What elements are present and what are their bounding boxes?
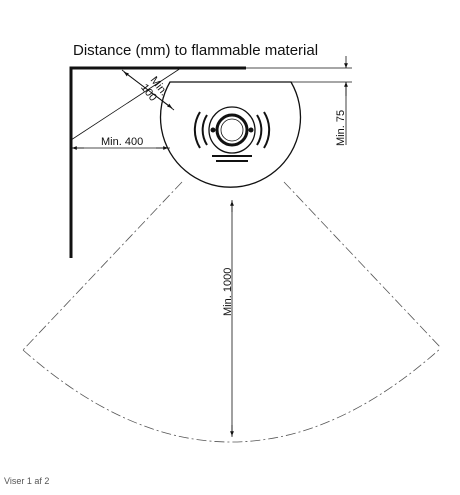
dim-min-75 [246,56,352,145]
walls [69,66,246,258]
label-min-100: Min. 100 [138,74,170,103]
label-min-1000: Min. 1000 [222,268,234,316]
label-min-75: Min. 75 [335,110,347,146]
diagram-title: Distance (mm) to flammable material [73,42,318,59]
stove-top-view [159,81,302,188]
dim-min-100 [70,67,182,141]
label-min-400: Min. 400 [101,136,143,148]
pager-text: Viser 1 af 2 [4,476,50,486]
safety-zone [22,181,442,443]
